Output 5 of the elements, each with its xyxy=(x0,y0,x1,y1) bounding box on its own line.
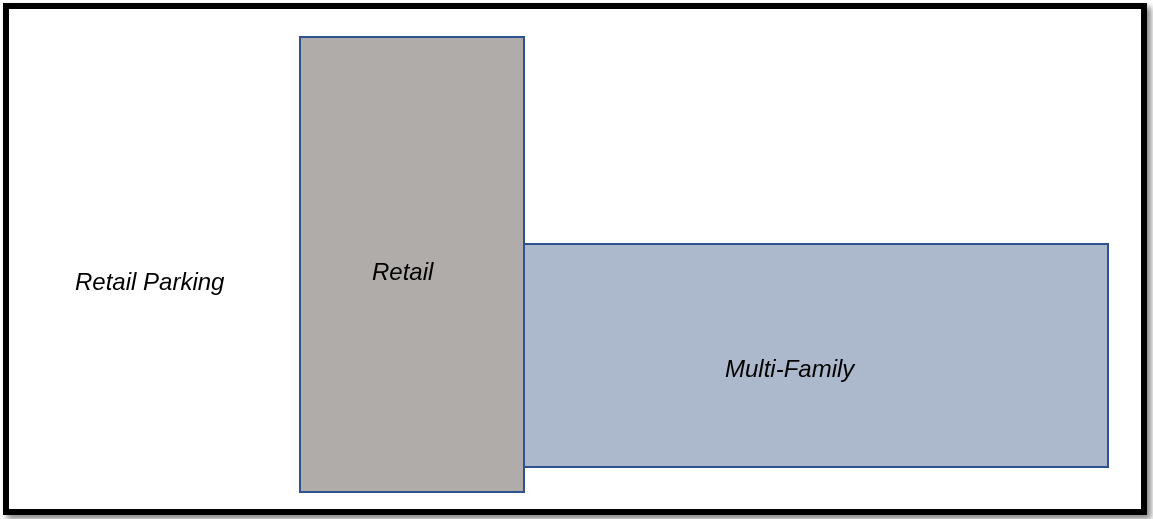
building-footprint xyxy=(523,243,1109,468)
area-label: Retail xyxy=(372,258,434,286)
building-footprint xyxy=(299,36,525,493)
area-label: Retail Parking xyxy=(75,268,225,296)
area-label: Multi-Family xyxy=(725,355,855,383)
